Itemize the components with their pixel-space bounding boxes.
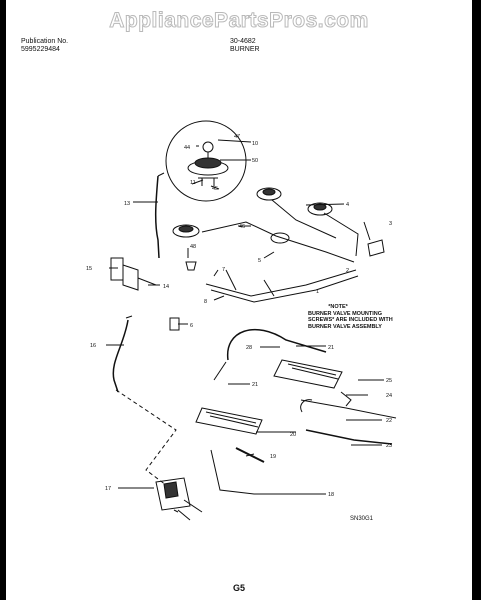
- valve-3: [367, 239, 385, 257]
- callout-19-upper: 19: [270, 454, 276, 460]
- callout-45: 45: [212, 186, 218, 192]
- callout-24: 24: [386, 393, 392, 399]
- deflector-20: [195, 407, 263, 435]
- callout-4: 4: [346, 202, 349, 208]
- deflector-25: [273, 359, 343, 389]
- dashed-connection: [115, 389, 177, 486]
- surface-burner-front: [270, 232, 290, 244]
- oven-burner-23: [305, 429, 393, 445]
- note-block: *NOTE* BURNER VALVE MOUNTING SCREWS* ARE…: [308, 304, 393, 330]
- oven-pipe-19: [210, 449, 326, 495]
- callout-48: 48: [190, 244, 196, 250]
- callout-14: 14: [163, 284, 169, 290]
- parts-diagram-sheet: AppliancePartsPros.com Publication No. 5…: [6, 0, 472, 600]
- bracket-15: [110, 257, 124, 281]
- part-6: [169, 317, 180, 331]
- publication-number: 5995229484: [21, 46, 60, 53]
- callout-47: 47: [234, 134, 240, 140]
- callout-21-upper: 21: [328, 345, 334, 351]
- callout-28: 28: [246, 345, 252, 351]
- callout-11: 11: [190, 180, 196, 186]
- note-title: *NOTE*: [328, 304, 348, 310]
- model-block: 30-4682 BURNER: [230, 38, 260, 54]
- surface-burner-left: [172, 224, 200, 238]
- model-number: 30-4682: [230, 38, 256, 45]
- callout-3: 3: [389, 221, 392, 227]
- detail-circle: [165, 120, 247, 202]
- watermark: AppliancePartsPros.com: [109, 9, 369, 33]
- callout-5: 5: [258, 258, 261, 264]
- callout-21-lower: 21: [252, 382, 258, 388]
- surface-burner-rear-right: [307, 202, 333, 216]
- callout-46: 46: [239, 224, 245, 230]
- callout-6: 6: [190, 323, 193, 329]
- callout-15: 15: [86, 266, 92, 272]
- note-line-2: SCREWS* ARE INCLUDED WITH: [308, 317, 393, 323]
- callout-labels: 10 47 44 50 11 45 13 4 3 46 48 5 15 14 7…: [86, 134, 392, 498]
- igniter-wire-13: [154, 175, 160, 259]
- publication-block: Publication No. 5995229484: [21, 38, 68, 54]
- regulator-17: [155, 477, 191, 511]
- igniter-19: [235, 447, 265, 463]
- callout-23: 23: [386, 443, 392, 449]
- callout-7: 7: [222, 267, 225, 273]
- surface-burner-rear-left: [256, 187, 282, 201]
- oven-burner-22: [300, 399, 397, 419]
- burner-exploded-diagram: 10 47 44 50 11 45 13 4 3 46 48 5 15 14 7…: [86, 120, 397, 521]
- publication-label: Publication No.: [21, 38, 69, 45]
- gas-line-16: [112, 319, 129, 393]
- note-line-1: BURNER VALVE MOUNTING: [308, 310, 383, 317]
- callout-10: 10: [252, 141, 258, 147]
- diagram-code: SN30G1: [350, 516, 374, 522]
- note-line-3: BURNER VALVE ASSEMBLY: [308, 323, 382, 330]
- callout-8: 8: [204, 299, 207, 305]
- callout-1: 1: [316, 289, 319, 295]
- section-title: BURNER: [230, 46, 260, 53]
- page-code: G5: [232, 583, 245, 593]
- callout-18: 18: [328, 492, 334, 498]
- callout-13: 13: [124, 201, 130, 207]
- callout-25: 25: [386, 378, 392, 384]
- callout-20: 20: [290, 432, 296, 438]
- manifold-pipe: [205, 269, 359, 303]
- burner-tubes: [201, 199, 359, 263]
- callout-50: 50: [252, 158, 258, 164]
- callout-16: 16: [90, 343, 96, 349]
- callout-17: 17: [105, 486, 111, 492]
- callout-22: 22: [386, 418, 392, 424]
- callout-44: 44: [184, 145, 190, 151]
- oven-burner-tube-28: [227, 329, 327, 361]
- callout-2: 2: [346, 268, 349, 274]
